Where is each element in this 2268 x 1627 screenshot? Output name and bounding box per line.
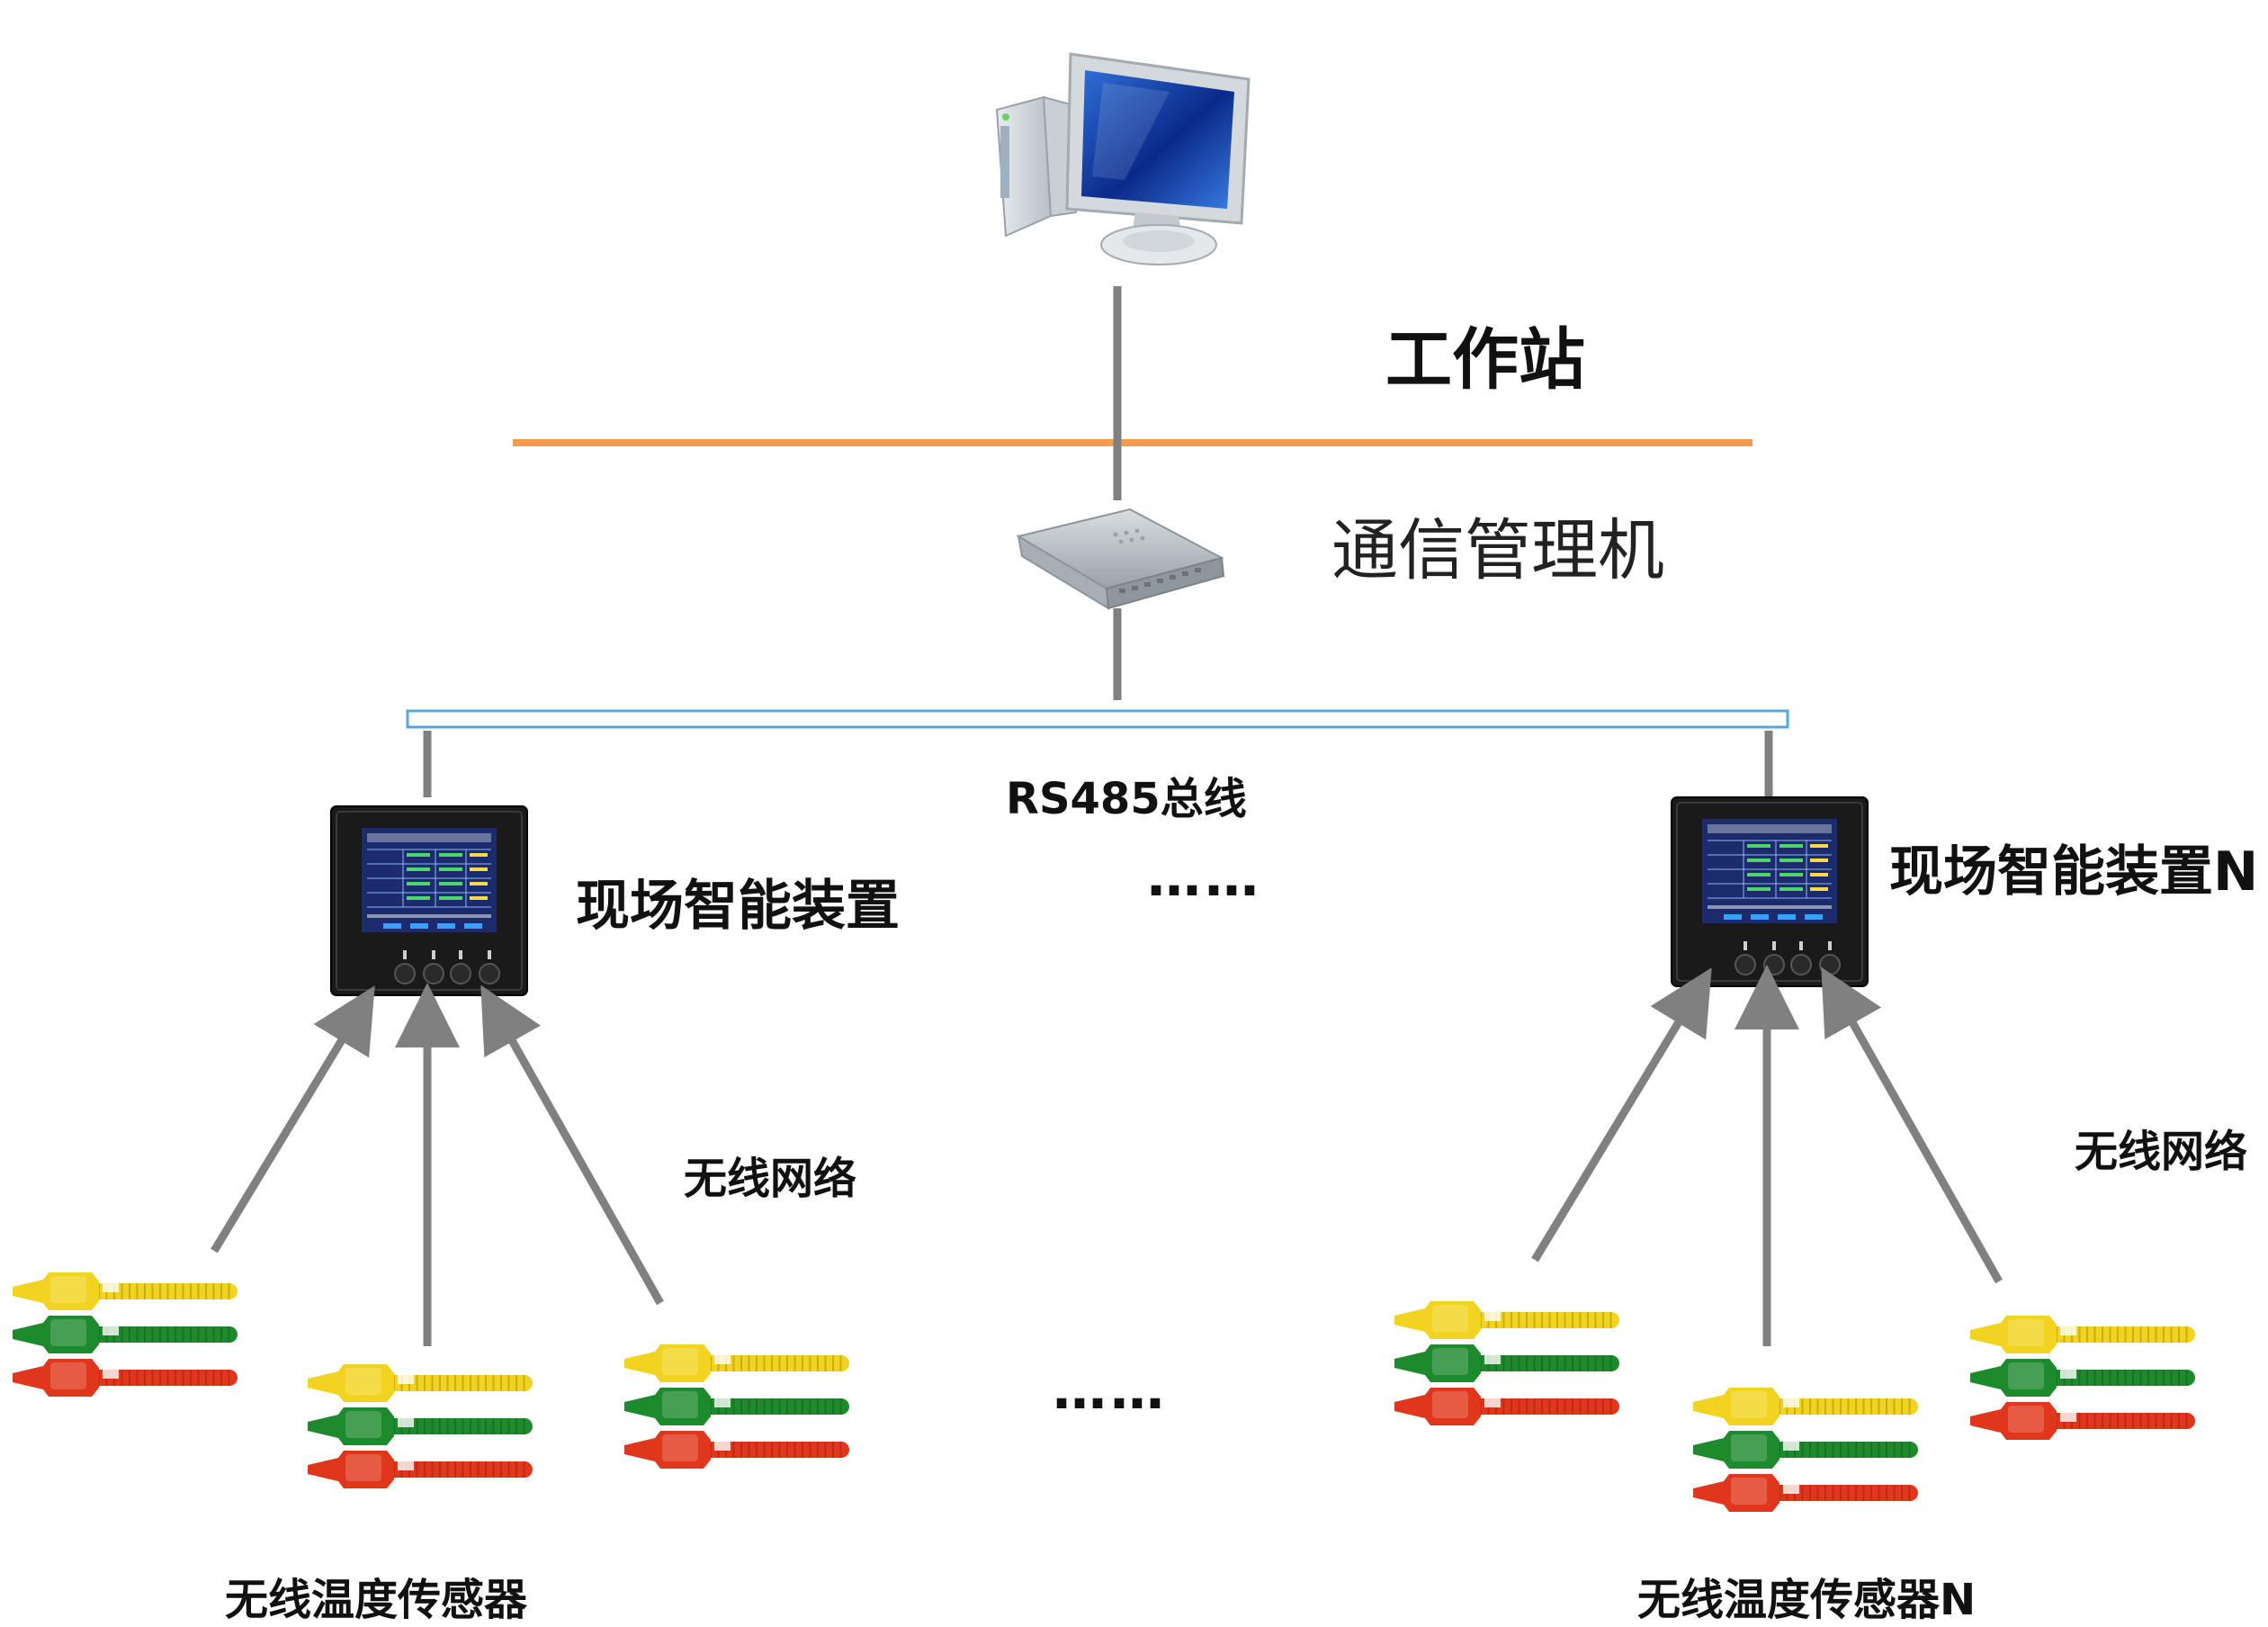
temperature-sensor-icon	[1970, 1316, 2195, 1353]
sensor-cluster	[1970, 1316, 2195, 1440]
temperature-sensor-icon	[1394, 1388, 1619, 1425]
temperature-sensor-icon	[308, 1407, 533, 1445]
sensor-cluster	[308, 1364, 533, 1488]
temperature-sensor-icon	[624, 1388, 849, 1425]
rs485-bus-label: RS485总线	[1006, 774, 1247, 824]
temperature-sensor-icon	[13, 1359, 238, 1397]
ellipsis-sensors: ……	[1053, 1359, 1168, 1422]
temperature-sensor-icon	[1970, 1402, 2195, 1440]
comm-manager-label: 通信管理机	[1331, 512, 1664, 589]
wireless-arrows-group-1	[211, 983, 664, 1346]
temperature-sensor-icon	[1970, 1359, 2195, 1397]
temperature-sensor-icon	[1693, 1431, 1918, 1469]
temperature-sensor-icon	[1693, 1388, 1918, 1425]
rs485-bus	[406, 709, 1789, 729]
temperature-sensor-icon	[1394, 1344, 1619, 1382]
wireless-arrow	[1821, 966, 2003, 1284]
smart-device-icon	[1671, 796, 1869, 987]
wireless-arrow	[480, 984, 664, 1306]
temperature-sensor-icon	[308, 1364, 533, 1402]
temperature-sensor-icon	[1693, 1474, 1918, 1512]
workstation-label: 工作站	[1385, 321, 1585, 399]
wireless-arrow	[211, 985, 375, 1254]
smart-device-icon	[330, 805, 528, 996]
ellipsis-devices: ……	[1147, 846, 1262, 909]
wireless-network-label: 无线网络	[684, 1154, 857, 1204]
sensor-n-label: 无线温度传感器N	[1637, 1575, 1977, 1625]
temperature-sensor-icon	[1394, 1301, 1619, 1339]
wireless-arrow	[1531, 967, 1712, 1263]
sensor-cluster	[1394, 1301, 1619, 1425]
sensor-cluster	[13, 1272, 238, 1397]
sensor-cluster	[624, 1344, 849, 1469]
temperature-sensor-icon	[13, 1316, 238, 1353]
desktop-computer-icon	[995, 52, 1251, 265]
wireless-network-label: 无线网络	[2075, 1127, 2248, 1177]
device-1-label: 现场智能装置	[576, 875, 900, 938]
temperature-sensor-icon	[13, 1272, 238, 1310]
device-n-label: 现场智能装置N	[1889, 840, 2259, 903]
sensor-groups	[13, 1272, 2195, 1512]
temperature-sensor-icon	[624, 1431, 849, 1469]
wireless-arrows-group-n	[1531, 965, 2003, 1346]
temperature-sensor-icon	[624, 1344, 849, 1382]
temperature-sensor-icon	[308, 1451, 533, 1488]
router-icon	[1016, 508, 1225, 610]
sensor-cluster	[1693, 1388, 1918, 1512]
sensor-1-label: 无线温度传感器	[225, 1575, 528, 1625]
